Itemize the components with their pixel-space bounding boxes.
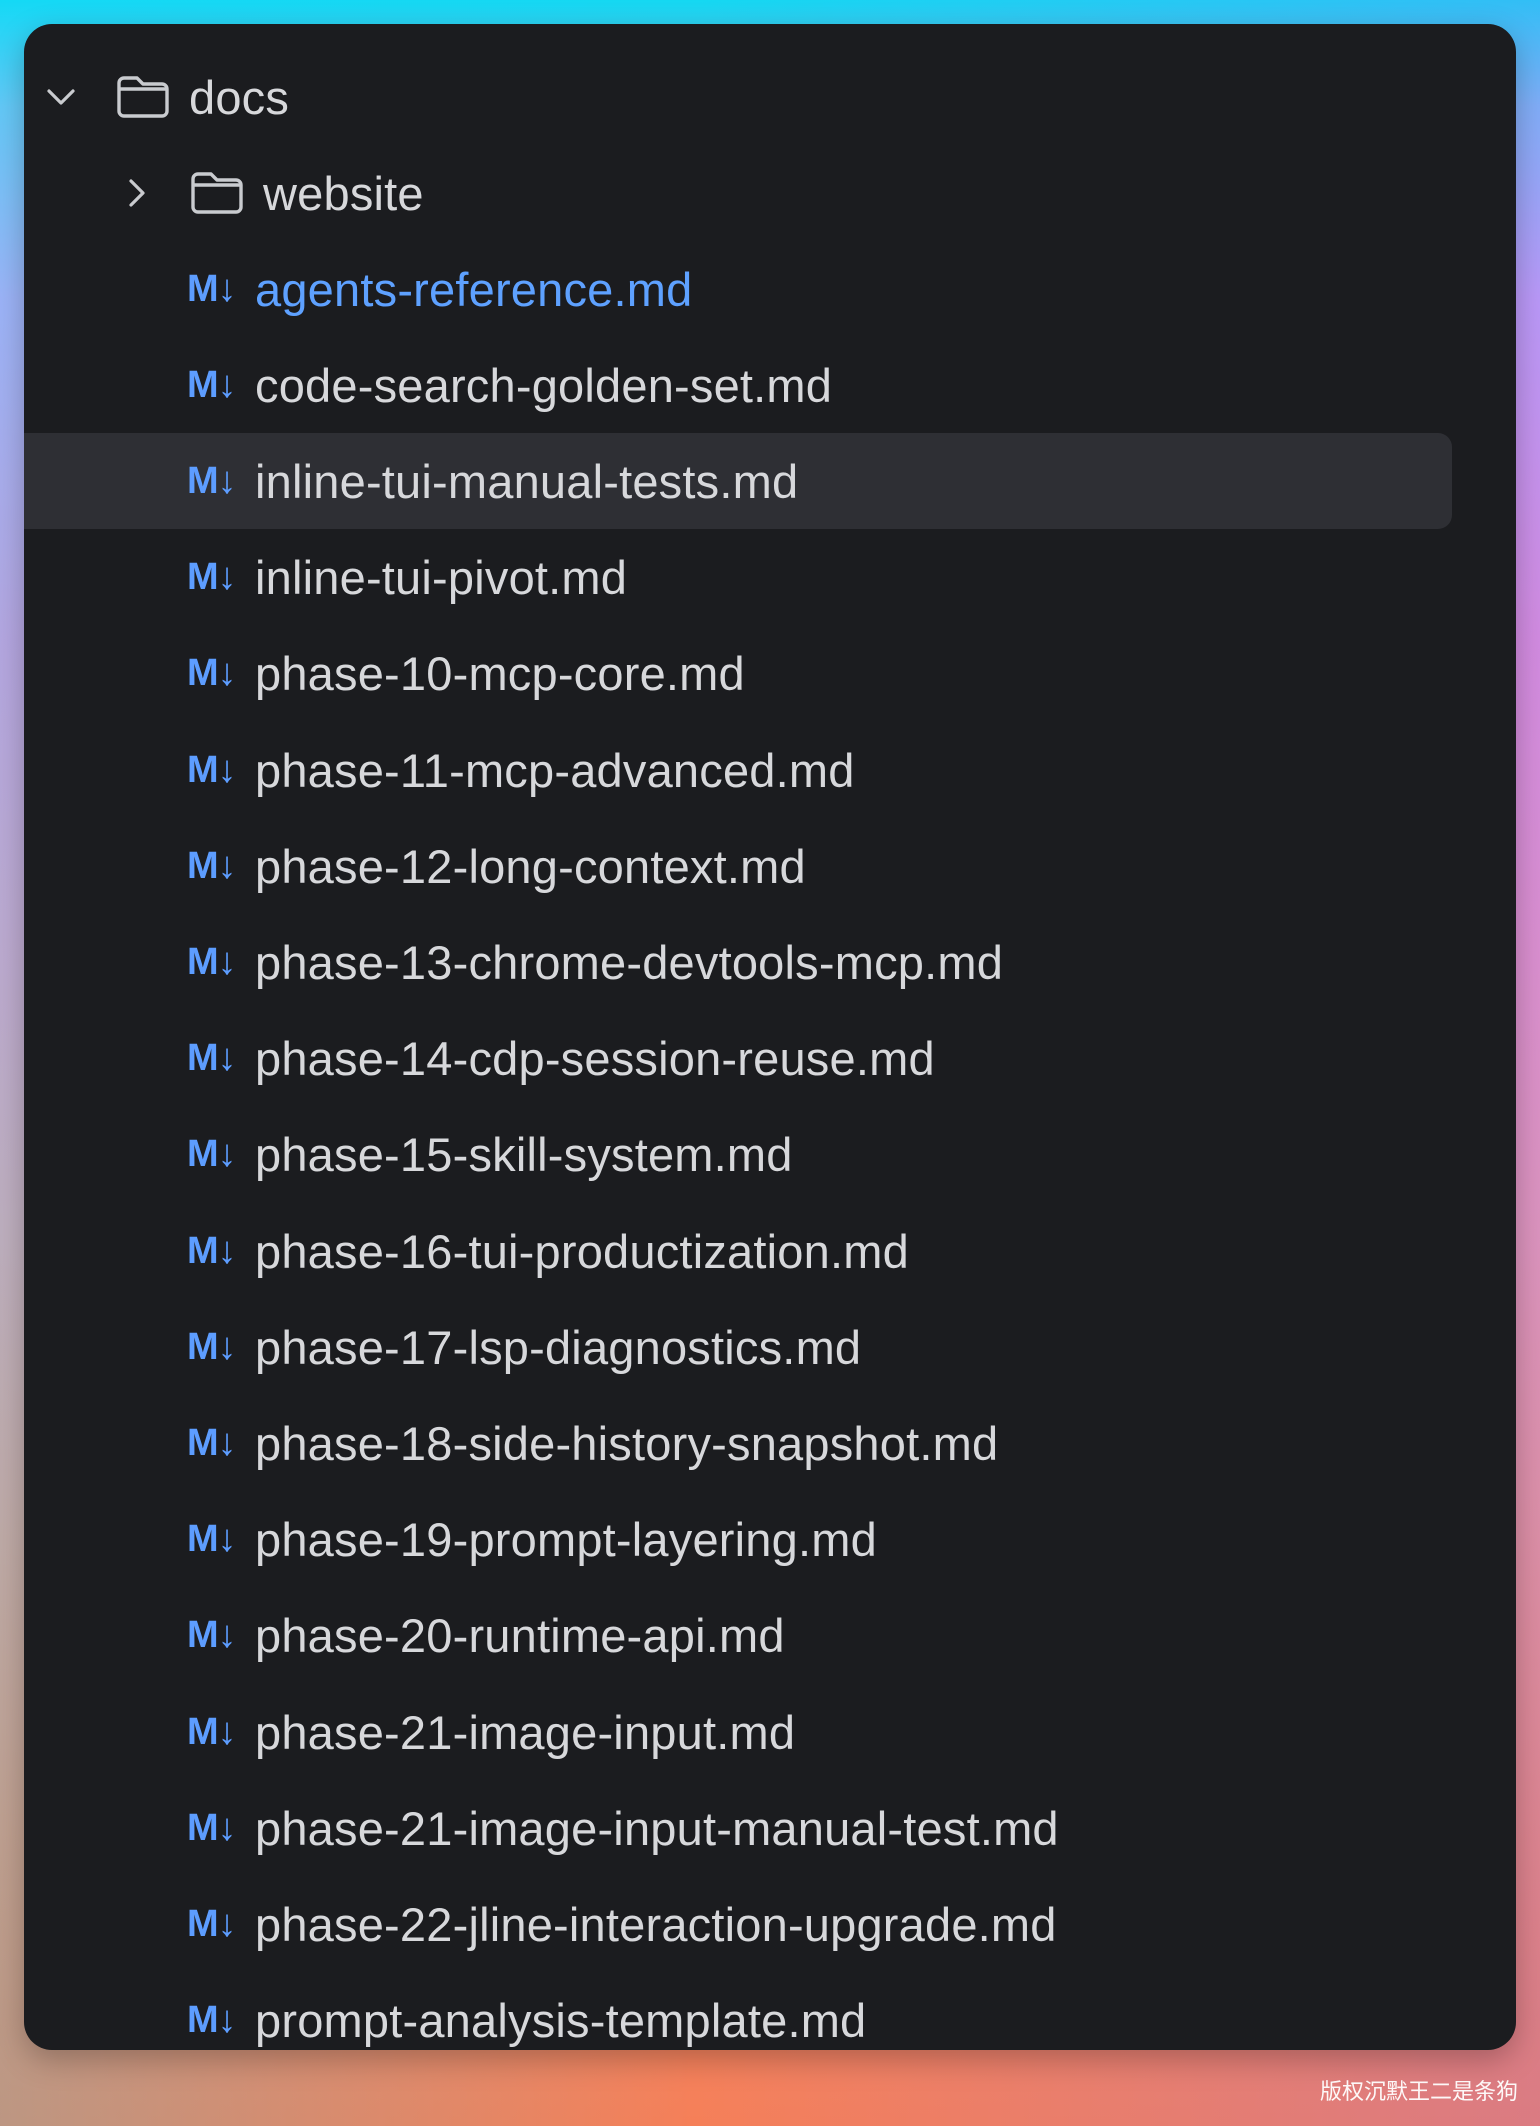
chevron-right-icon[interactable]: [115, 171, 159, 215]
markdown-file-icon: M↓: [187, 1614, 237, 1657]
tree-file-item[interactable]: M↓ inline-tui-manual-tests.md: [24, 433, 1452, 530]
tree-file-item[interactable]: M↓ phase-22-jline-interaction-upgrade.md: [24, 1876, 1516, 1972]
markdown-file-icon: M↓: [187, 652, 237, 695]
file-label: phase-15-skill-system.md: [255, 1128, 793, 1182]
tree-file-item[interactable]: M↓ phase-21-image-input-manual-test.md: [24, 1780, 1516, 1876]
tree-file-item[interactable]: M↓ phase-10-mcp-core.md: [24, 626, 1516, 722]
file-label: inline-tui-manual-tests.md: [255, 454, 799, 508]
markdown-file-icon: M↓: [187, 1421, 237, 1464]
tree-file-item[interactable]: M↓ phase-20-runtime-api.md: [24, 1588, 1516, 1684]
tree-file-item[interactable]: M↓ phase-14-cdp-session-reuse.md: [24, 1011, 1516, 1107]
markdown-file-icon: M↓: [187, 1133, 237, 1176]
file-label: phase-19-prompt-layering.md: [255, 1513, 877, 1567]
markdown-file-icon: M↓: [187, 459, 237, 502]
tree-file-item[interactable]: M↓ phase-15-skill-system.md: [24, 1107, 1516, 1203]
folder-icon: [189, 169, 245, 217]
folder-icon: [115, 73, 171, 121]
file-label: phase-21-image-input.md: [255, 1705, 796, 1759]
tree-file-item[interactable]: M↓ phase-21-image-input.md: [24, 1684, 1516, 1780]
markdown-file-icon: M↓: [187, 1710, 237, 1753]
tree-file-item[interactable]: M↓ phase-13-chrome-devtools-mcp.md: [24, 914, 1516, 1010]
markdown-file-icon: M↓: [187, 748, 237, 791]
tree-file-item[interactable]: M↓ phase-16-tui-productization.md: [24, 1203, 1516, 1299]
markdown-file-icon: M↓: [187, 556, 237, 599]
file-label: phase-21-image-input-manual-test.md: [255, 1801, 1059, 1855]
tree-file-item[interactable]: M↓ agents-reference.md: [24, 241, 1516, 337]
file-label: agents-reference.md: [255, 262, 693, 316]
tree-file-item[interactable]: M↓ phase-19-prompt-layering.md: [24, 1492, 1516, 1588]
tree-folder-docs[interactable]: docs: [24, 49, 1516, 145]
markdown-file-icon: M↓: [187, 1325, 237, 1368]
tree-file-item[interactable]: M↓ inline-tui-pivot.md: [24, 530, 1516, 626]
tree-folder-website[interactable]: website: [24, 145, 1516, 241]
markdown-file-icon: M↓: [187, 940, 237, 983]
file-label: phase-13-chrome-devtools-mcp.md: [255, 935, 1004, 989]
file-label: phase-10-mcp-core.md: [255, 647, 745, 701]
markdown-file-icon: M↓: [187, 1037, 237, 1080]
tree-file-item[interactable]: M↓ phase-18-side-history-snapshot.md: [24, 1395, 1516, 1491]
markdown-file-icon: M↓: [187, 844, 237, 887]
file-label: inline-tui-pivot.md: [255, 551, 628, 605]
tree-file-item[interactable]: M↓ phase-11-mcp-advanced.md: [24, 722, 1516, 818]
folder-label: website: [263, 166, 424, 220]
file-label: phase-16-tui-productization.md: [255, 1224, 909, 1278]
watermark: 版权沉默王二是条狗: [1319, 2080, 1518, 2105]
markdown-file-icon: M↓: [187, 363, 237, 406]
markdown-file-icon: M↓: [187, 1999, 237, 2042]
tree-file-item[interactable]: M↓ phase-12-long-context.md: [24, 818, 1516, 914]
file-label: phase-18-side-history-snapshot.md: [255, 1416, 999, 1470]
tree-file-item[interactable]: M↓ code-search-golden-set.md: [24, 337, 1516, 433]
file-label: phase-11-mcp-advanced.md: [255, 743, 855, 797]
file-label: phase-22-jline-interaction-upgrade.md: [255, 1897, 1057, 1951]
file-label: phase-17-lsp-diagnostics.md: [255, 1320, 862, 1374]
file-label: code-search-golden-set.md: [255, 358, 833, 412]
file-label: phase-20-runtime-api.md: [255, 1609, 785, 1663]
file-label: phase-12-long-context.md: [255, 839, 806, 893]
markdown-file-icon: M↓: [187, 1806, 237, 1849]
markdown-file-icon: M↓: [187, 1229, 237, 1272]
folder-label: docs: [189, 70, 290, 124]
file-label: prompt-analysis-template.md: [255, 1994, 867, 2048]
markdown-file-icon: M↓: [187, 1518, 237, 1561]
markdown-file-icon: M↓: [187, 267, 237, 310]
file-label: phase-14-cdp-session-reuse.md: [255, 1032, 935, 1086]
markdown-file-icon: M↓: [187, 1902, 237, 1945]
chevron-down-icon[interactable]: [39, 75, 83, 119]
tree-file-item[interactable]: M↓ prompt-analysis-template.md: [24, 1973, 1516, 2050]
tree-file-item[interactable]: M↓ phase-17-lsp-diagnostics.md: [24, 1299, 1516, 1395]
